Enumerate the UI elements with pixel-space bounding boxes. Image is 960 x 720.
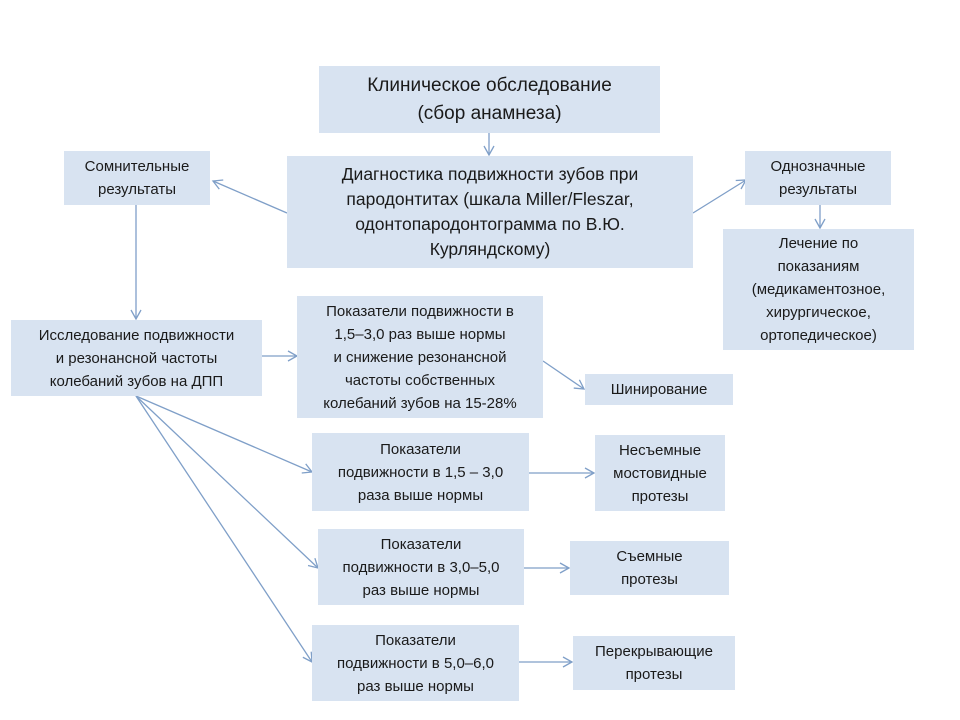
node-text-line: Показатели: [380, 535, 462, 553]
arrow-study-to-indicator2: [135, 395, 314, 474]
node-text-line: Шинирование: [610, 381, 708, 398]
node-text: Шинирование: [611, 378, 708, 401]
node-text-line: Диагностика подвижности зубов при: [341, 164, 639, 184]
node-text-line: (сбор анамнеза): [417, 102, 562, 124]
node-text-line: и снижение резонансной: [333, 348, 507, 366]
node-text-line: Однозначные: [770, 158, 866, 175]
node-text: Показатели подвижности в 1,5 – 3,0 раза вы…: [338, 438, 503, 507]
node-text: Сомнительные результаты: [85, 155, 190, 201]
node-mobility-diagnostics: Диагностика подвижности зубов при пародон…: [287, 156, 693, 268]
node-text-line: одонтопародонтограмма по В.Ю.: [355, 214, 625, 234]
node-text-line: Несъемные: [618, 441, 702, 459]
node-text-line: результаты: [97, 181, 176, 198]
node-text: Съемные протезы: [616, 545, 682, 591]
arrow-indicator1-to-splinting: [542, 360, 586, 390]
node-text-line: показаниям: [777, 258, 860, 275]
node-text-line: раз выше нормы: [357, 677, 474, 695]
node-text: Несъемные мостовидные протезы: [613, 439, 707, 508]
node-text: Показатели подвижности в 1,5–3,0 раз выше…: [323, 300, 516, 415]
node-text-line: Курляндскому): [429, 239, 551, 259]
node-text-line: протезы: [625, 666, 683, 683]
node-text-line: 1,5–3,0 раз выше нормы: [334, 325, 506, 343]
node-resonance-study: Исследование подвижности и резонансной ча…: [11, 320, 262, 396]
node-text-line: подвижности в 3,0–5,0: [342, 558, 500, 576]
node-text: Показатели подвижности в 3,0–5,0 раз выше …: [343, 533, 500, 602]
node-text-line: пародонтитах (шкала Miller/Fleszar,: [346, 189, 634, 209]
arrow-diagnostics-to-doubtful: [211, 179, 288, 214]
node-text: Показатели подвижности в 5,0–6,0 раз выше …: [337, 629, 494, 698]
node-text: Диагностика подвижности зубов при пародон…: [342, 162, 639, 262]
node-text-line: колебаний зубов на ДПП: [49, 372, 224, 390]
node-text-line: подвижности в 1,5 – 3,0: [337, 463, 504, 481]
node-clinical-exam: Клиническое обследование (сбор анамнеза): [319, 66, 660, 133]
node-indicator-2: Показатели подвижности в 1,5 – 3,0 раза вы…: [312, 433, 529, 511]
node-text: Однозначные результаты: [771, 155, 866, 201]
node-text-line: Лечение по: [778, 235, 859, 252]
node-indicator-4: Показатели подвижности в 5,0–6,0 раз выше …: [312, 625, 519, 701]
node-text-line: подвижности в 5,0–6,0: [337, 654, 494, 672]
node-text-line: ортопедическое): [760, 327, 877, 344]
node-text-line: мостовидные: [613, 464, 707, 482]
node-text: Перекрывающие протезы: [595, 640, 713, 686]
node-text-line: частоты собственных: [344, 371, 495, 389]
node-doubtful-results: Сомнительные результаты: [64, 151, 210, 205]
node-text-line: Показатели: [375, 631, 456, 649]
node-overlay-dentures: Перекрывающие протезы: [573, 636, 735, 690]
node-text-line: протезы: [631, 487, 689, 505]
node-text-line: Съемные: [616, 548, 683, 565]
node-text-line: результаты: [778, 181, 857, 198]
arrow-study-to-indicator3: [135, 395, 319, 569]
node-text-line: и резонансной частоты: [55, 349, 218, 367]
node-text-line: Перекрывающие: [595, 643, 713, 660]
node-indicator-3: Показатели подвижности в 3,0–5,0 раз выше …: [318, 529, 524, 605]
node-text-line: Сомнительные: [84, 158, 190, 175]
node-text-line: протезы: [621, 571, 678, 588]
node-text-line: колебаний зубов на 15-28%: [323, 394, 517, 412]
node-text: Исследование подвижности и резонансной ча…: [39, 324, 235, 393]
node-text-line: раз выше нормы: [362, 581, 480, 599]
arrow-study-to-indicator4: [135, 395, 313, 664]
node-text-line: раза выше нормы: [357, 486, 484, 504]
node-removable-dentures: Съемные протезы: [570, 541, 729, 595]
node-unambiguous-results: Однозначные результаты: [745, 151, 891, 205]
node-text-line: Показатели подвижности в: [326, 302, 514, 320]
node-text-line: Показатели: [380, 440, 461, 458]
node-indicator-1: Показатели подвижности в 1,5–3,0 раз выше…: [297, 296, 543, 418]
node-text-line: хирургическое,: [766, 304, 871, 321]
node-text: Клиническое обследование (сбор анамнеза): [367, 72, 612, 128]
node-text-line: Клиническое обследование: [367, 74, 612, 96]
node-splinting: Шинирование: [585, 374, 733, 405]
node-treatment: Лечение по показаниям (медикаментозное, хир…: [723, 229, 914, 350]
node-text-line: (медикаментозное,: [751, 281, 886, 298]
node-fixed-bridges: Несъемные мостовидные протезы: [595, 435, 725, 511]
node-text-line: Исследование подвижности: [38, 326, 235, 344]
arrow-diagnostics-to-unambiguous: [692, 179, 748, 214]
node-text: Лечение по показаниям (медикаментозное, хир…: [752, 232, 886, 347]
